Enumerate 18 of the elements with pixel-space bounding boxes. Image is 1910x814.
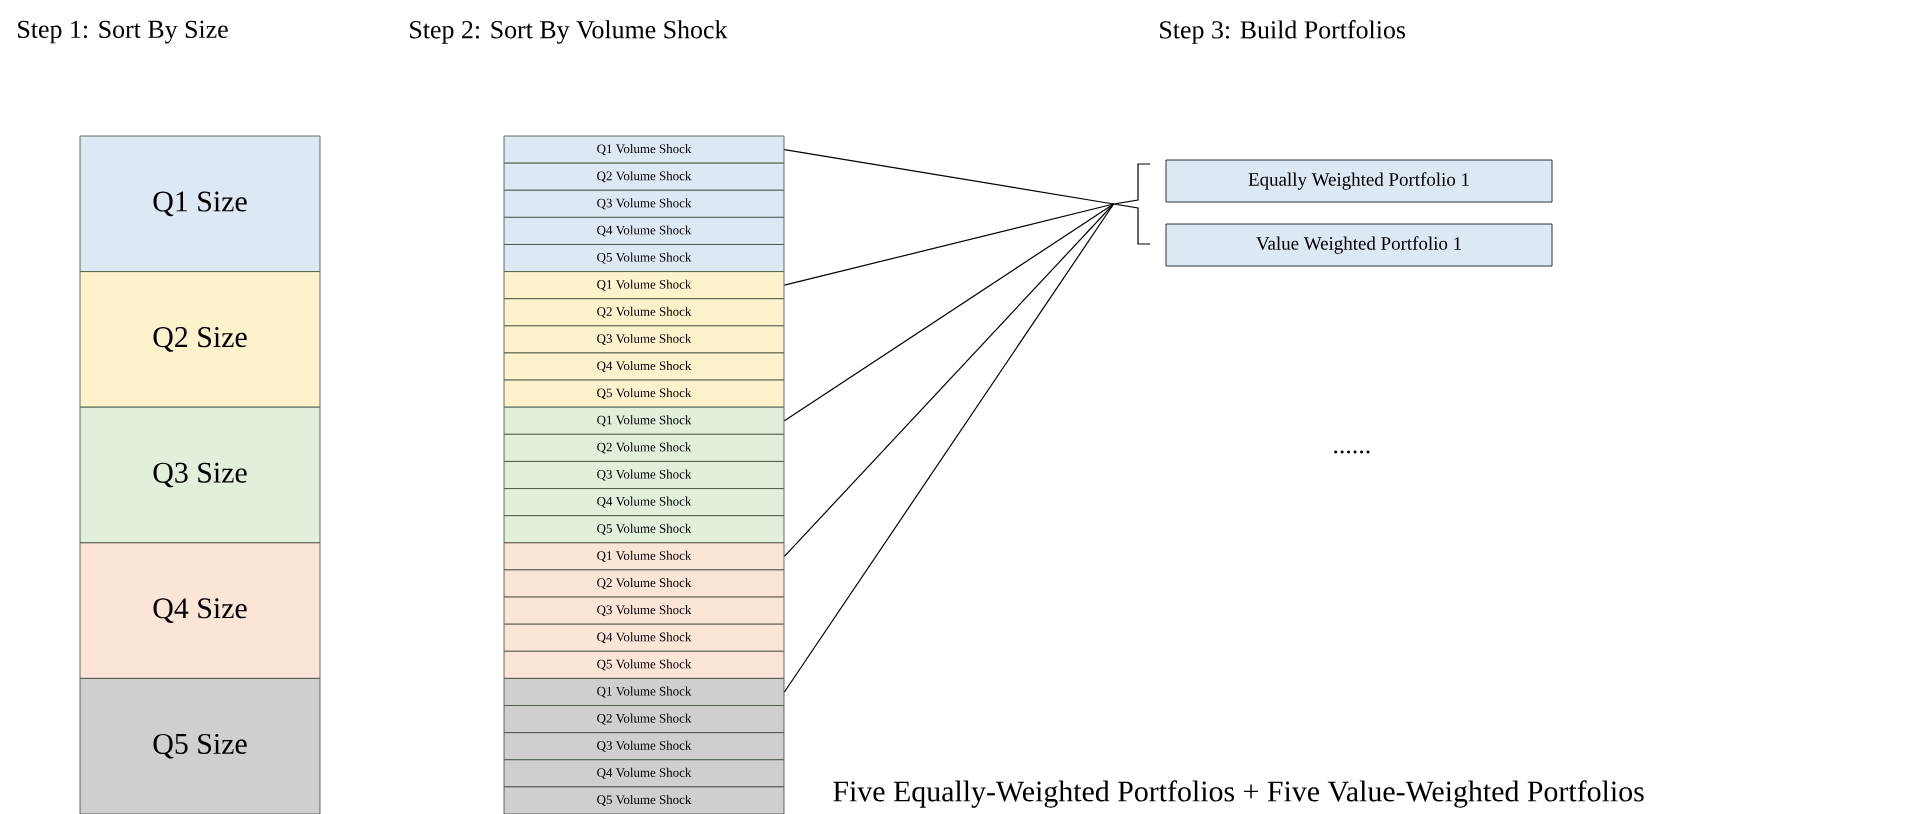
size-box: Q5 Size xyxy=(79,678,321,814)
connector-line xyxy=(783,203,1115,422)
step-title: Step 1: Sort By Size xyxy=(18,20,228,44)
ellipsis-text: ...... xyxy=(1334,450,1370,454)
connector-line xyxy=(783,148,1115,205)
connector-line xyxy=(783,203,1115,693)
size-box: Q4 Size xyxy=(79,542,321,679)
size-box: Q3 Size xyxy=(79,406,321,544)
size-box: Q1 Size xyxy=(79,135,321,272)
connector-line xyxy=(783,203,1115,557)
portfolio-box: Equally Weighted Portfolio 1 xyxy=(1165,159,1553,203)
footnote-text: Five Equally-Weighted Portfolios + Five Value-Weighted Portfolios xyxy=(833,780,1644,808)
size-box: Q2 Size xyxy=(79,271,321,408)
step-title: Step 2: Sort By Volume Shock xyxy=(410,20,728,44)
curly-brace xyxy=(1110,163,1151,245)
connector-line xyxy=(783,203,1115,286)
step-title: Step 3: Build Portfolios xyxy=(1160,20,1406,44)
portfolio-box: Value Weighted Portfolio 1 xyxy=(1165,223,1553,267)
